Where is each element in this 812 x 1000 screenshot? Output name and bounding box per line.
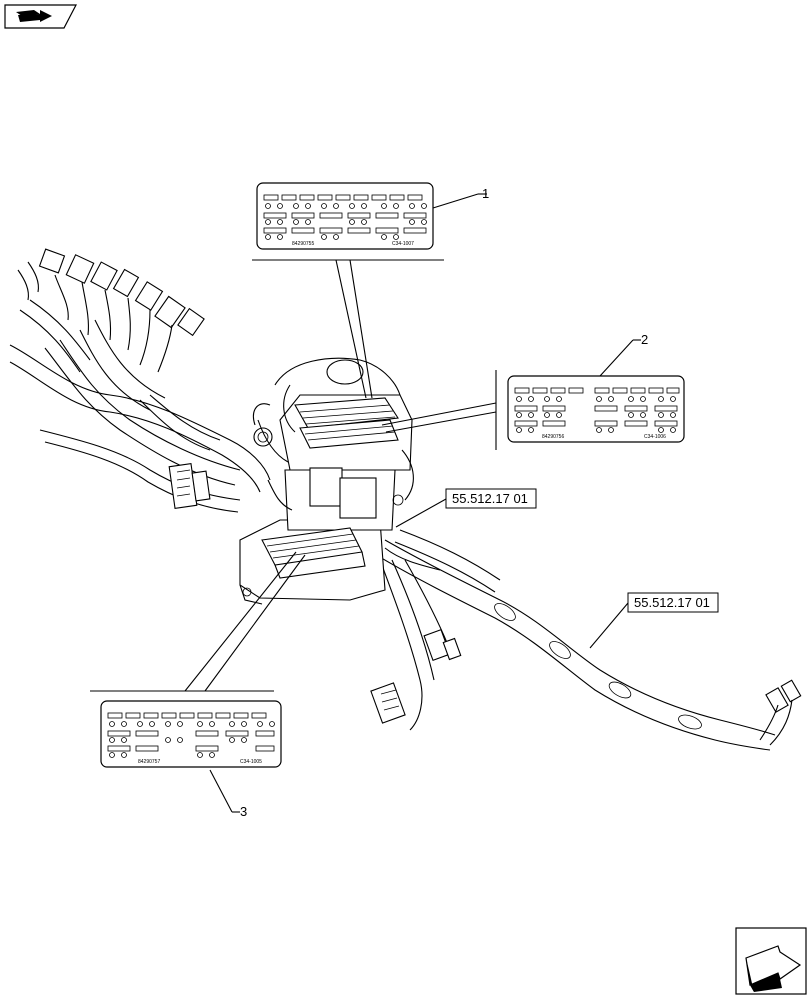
label-2-part-number: 84290756 (542, 434, 564, 440)
ecu-connector-lower (261, 527, 366, 579)
reference-upper-text: 55.512.17 01 (452, 491, 528, 506)
control-module-assembly (239, 357, 414, 605)
label-3-connector-code: C34-1005 (240, 759, 262, 765)
label-item-2: 84290756 C34-1006 (507, 375, 685, 443)
left-plug-connector (168, 463, 211, 509)
label-3-part-number: 84290757 (138, 759, 160, 765)
mid-plug-connector (423, 629, 462, 661)
lower-plug-connector (370, 682, 406, 724)
ecu-connector-middle (299, 419, 399, 449)
label-1-part-number: 84290755 (292, 241, 314, 247)
label-item-1: 84290755 C34-1007 (256, 182, 434, 250)
round-sensor (252, 403, 273, 447)
label-2-connector-code: C34-1006 (644, 434, 666, 440)
left-connector-cluster (17, 248, 205, 373)
ecu-connector-top (294, 397, 399, 429)
callout-3: 3 (240, 804, 247, 819)
callout-2: 2 (641, 332, 648, 347)
reference-right-text: 55.512.17 01 (634, 595, 710, 610)
label-1-connector-code: C34-1007 (392, 241, 414, 247)
wiring-harness (9, 248, 802, 751)
reference-box-upper[interactable]: 55.512.17 01 (445, 488, 537, 509)
manual-book-arrow-icon[interactable] (4, 4, 77, 29)
label-item-3: 84290757 C34-1005 (100, 700, 282, 768)
reference-box-right[interactable]: 55.512.17 01 (627, 592, 719, 613)
right-end-connector (759, 679, 802, 746)
next-page-arrow-icon[interactable] (735, 927, 807, 995)
callout-1: 1 (482, 186, 489, 201)
